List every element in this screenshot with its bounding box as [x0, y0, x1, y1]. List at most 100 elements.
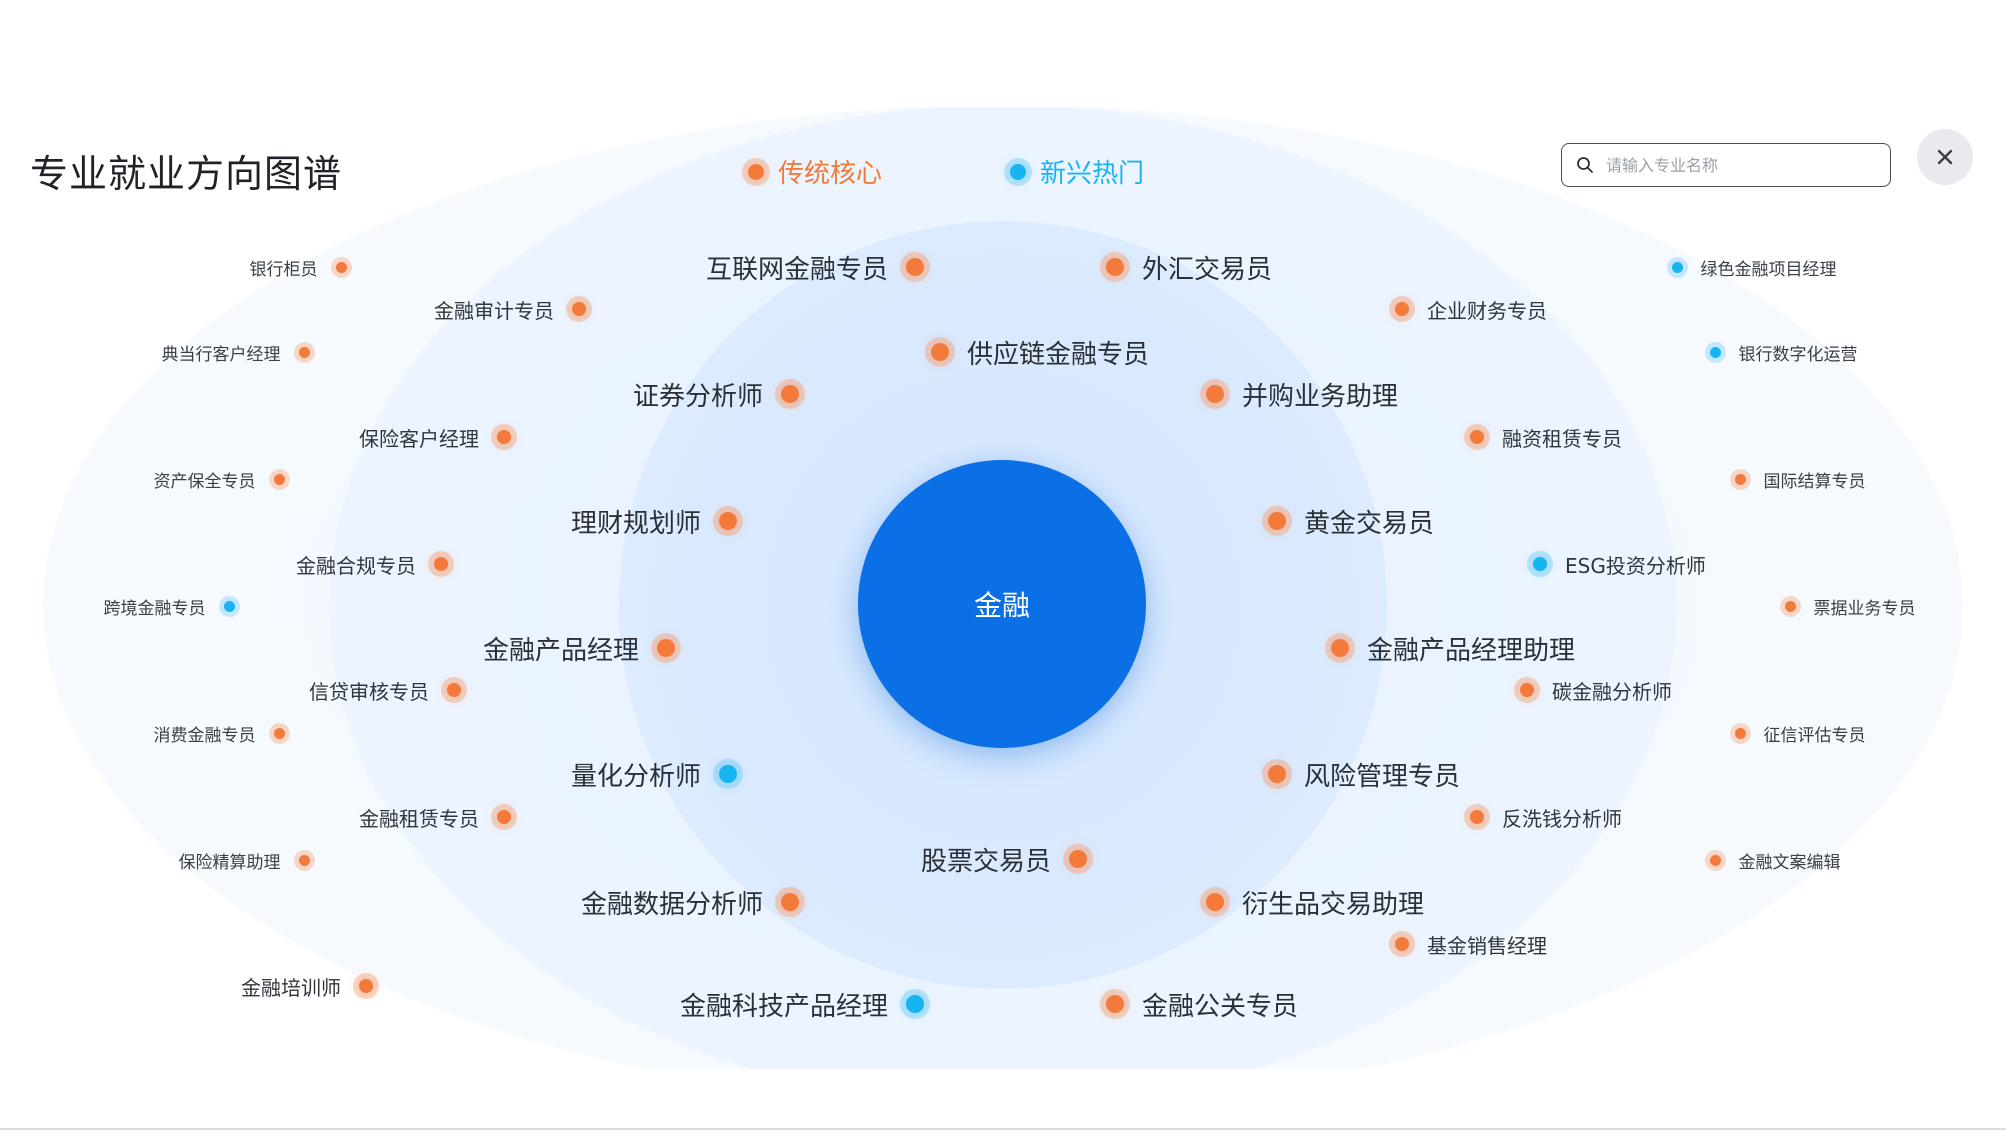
core-marker-dot	[1268, 765, 1286, 783]
career-node-label: 征信评估专员	[1763, 725, 1866, 746]
career-node[interactable]: 黄金交易员	[1268, 501, 1434, 541]
career-node[interactable]: ESG投资分析师	[1533, 544, 1706, 584]
close-icon	[1937, 149, 1953, 165]
career-node[interactable]: 证券分析师	[633, 374, 799, 414]
core-marker-dot	[1331, 639, 1349, 657]
career-node[interactable]: 消费金融专员	[154, 713, 285, 753]
career-node[interactable]: 量化分析师	[571, 754, 737, 794]
career-node[interactable]: 衍生品交易助理	[1206, 882, 1424, 922]
career-node-label: 衍生品交易助理	[1242, 889, 1425, 920]
search-icon	[1577, 157, 1593, 173]
career-node-label: 金融产品经理助理	[1367, 635, 1576, 666]
career-node[interactable]: 外汇交易员	[1106, 247, 1272, 287]
career-node[interactable]: 银行柜员	[250, 247, 347, 287]
search-input[interactable]	[1604, 154, 1868, 176]
career-node[interactable]: 资产保全专员	[154, 459, 285, 499]
core-marker-dot	[298, 346, 310, 358]
career-node[interactable]: 金融科技产品经理	[680, 984, 924, 1024]
career-node-label: 票据业务专员	[1813, 598, 1916, 619]
career-node[interactable]: 风险管理专员	[1268, 754, 1460, 794]
core-marker-dot	[1206, 893, 1224, 911]
career-node-label: 金融文案编辑	[1738, 852, 1841, 873]
career-node-label: 金融合规专员	[296, 553, 416, 578]
career-node[interactable]: 供应链金融专员	[931, 332, 1149, 372]
career-node-label: 资产保全专员	[153, 471, 256, 492]
career-node-label: 金融租赁专员	[359, 806, 479, 831]
career-node[interactable]: 并购业务助理	[1206, 374, 1398, 414]
core-marker-dot	[657, 639, 675, 657]
career-node-label: 保险客户经理	[359, 426, 479, 451]
career-node[interactable]: 绿色金融项目经理	[1671, 247, 1837, 287]
career-node[interactable]: 碳金融分析师	[1520, 670, 1672, 710]
career-node[interactable]: 信贷审核专员	[309, 670, 461, 710]
close-button[interactable]	[1917, 129, 1973, 185]
career-node[interactable]: 典当行客户经理	[162, 332, 310, 372]
core-marker-dot	[781, 893, 799, 911]
career-node[interactable]: 反洗钱分析师	[1470, 797, 1622, 837]
career-node-label: 外汇交易员	[1142, 254, 1273, 285]
core-marker-dot	[572, 302, 586, 316]
career-node[interactable]: 金融租赁专员	[359, 797, 511, 837]
career-node-label: 企业财务专员	[1427, 298, 1547, 323]
career-node[interactable]: 金融文案编辑	[1709, 840, 1841, 880]
core-marker-dot	[273, 473, 285, 485]
core-marker-dot	[1520, 683, 1534, 697]
core-marker-dot	[1709, 854, 1721, 866]
legend-core-dot	[748, 163, 764, 180]
career-node-label: 跨境金融专员	[103, 598, 206, 619]
career-node[interactable]: 互联网金融专员	[706, 247, 924, 287]
career-node[interactable]: 金融公关专员	[1106, 984, 1298, 1024]
core-marker-dot	[298, 854, 310, 866]
core-marker-dot	[335, 261, 347, 273]
career-node[interactable]: 股票交易员	[921, 839, 1087, 879]
career-node-label: 绿色金融项目经理	[1700, 259, 1837, 280]
career-node-label: ESG投资分析师	[1565, 553, 1706, 578]
core-marker-dot	[1069, 850, 1087, 868]
career-node[interactable]: 跨境金融专员	[104, 586, 235, 626]
career-node[interactable]: 征信评估专员	[1734, 713, 1866, 753]
career-node-label: 理财规划师	[570, 508, 701, 539]
core-marker-dot	[1106, 995, 1124, 1013]
career-node-label: 国际结算专员	[1763, 471, 1866, 492]
search-box[interactable]	[1561, 143, 1891, 187]
hot-marker-dot	[1671, 261, 1683, 273]
core-marker-dot	[1734, 727, 1746, 739]
career-node[interactable]: 票据业务专员	[1784, 586, 1916, 626]
career-node-label: 信贷审核专员	[309, 679, 429, 704]
core-marker-dot	[1268, 512, 1286, 530]
hot-marker-dot	[906, 995, 924, 1013]
career-node-label: 供应链金融专员	[967, 339, 1150, 370]
hot-marker-dot	[223, 600, 235, 612]
career-node[interactable]: 金融产品经理	[483, 628, 675, 668]
career-node-label: 银行数字化运营	[1738, 344, 1858, 365]
career-node-label: 金融公关专员	[1142, 991, 1299, 1022]
career-node[interactable]: 金融合规专员	[296, 544, 448, 584]
bottom-divider	[0, 1128, 2006, 1130]
career-map-panel: 专业就业方向图谱 传统核心 新兴热门 金融 互联网金融专员外汇交易员供应链金融专…	[0, 107, 2006, 1069]
center-node[interactable]: 金融	[858, 460, 1146, 748]
career-node-label: 保险精算助理	[178, 852, 281, 873]
career-node[interactable]: 融资租赁专员	[1470, 417, 1622, 457]
core-marker-dot	[1470, 810, 1484, 824]
legend-core: 传统核心	[748, 153, 882, 190]
career-node[interactable]: 保险客户经理	[359, 417, 511, 457]
career-node[interactable]: 基金销售经理	[1395, 924, 1547, 964]
career-node[interactable]: 金融审计专员	[434, 289, 586, 329]
core-marker-dot	[1395, 937, 1409, 951]
career-node[interactable]: 企业财务专员	[1395, 289, 1547, 329]
career-node[interactable]: 金融数据分析师	[581, 882, 799, 922]
career-node[interactable]: 金融培训师	[241, 966, 373, 1006]
career-node[interactable]: 国际结算专员	[1734, 459, 1866, 499]
core-marker-dot	[359, 979, 373, 993]
hot-marker-dot	[719, 765, 737, 783]
career-node-label: 互联网金融专员	[705, 254, 888, 285]
hot-marker-dot	[1533, 557, 1547, 571]
career-node[interactable]: 金融产品经理助理	[1331, 628, 1575, 668]
career-node[interactable]: 理财规划师	[571, 501, 737, 541]
career-node[interactable]: 保险精算助理	[179, 840, 310, 880]
core-marker-dot	[1470, 430, 1484, 444]
core-marker-dot	[931, 343, 949, 361]
center-label: 金融	[973, 589, 1030, 622]
career-node[interactable]: 银行数字化运营	[1709, 332, 1858, 372]
career-node-label: 碳金融分析师	[1552, 679, 1672, 704]
